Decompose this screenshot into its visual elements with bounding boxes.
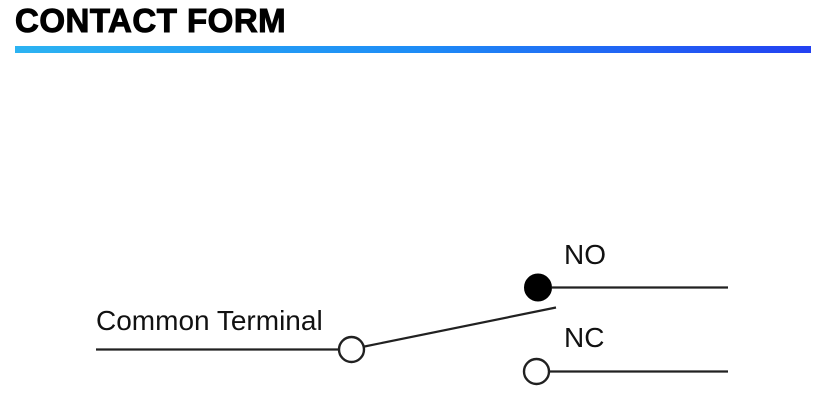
nc-label: NC — [564, 322, 605, 353]
accent-rule — [15, 46, 811, 53]
section-title: CONTACT FORM — [14, 2, 287, 40]
no-contact-dot — [524, 273, 552, 302]
common-terminal-label: Common Terminal — [96, 305, 323, 336]
nc-contact-circle — [522, 357, 551, 386]
switch-blade-line — [364, 306, 557, 348]
common-contact-circle — [337, 335, 366, 364]
no-label: NO — [564, 239, 606, 270]
